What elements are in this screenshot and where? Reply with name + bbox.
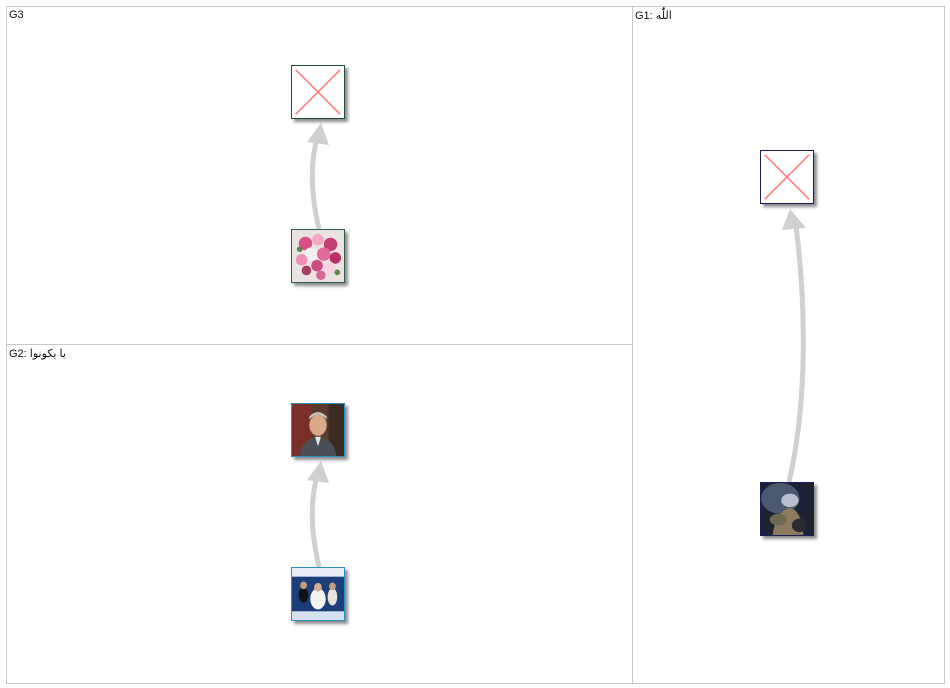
- node-missing-image-g1[interactable]: [760, 150, 814, 204]
- group-panel-g3: G3: [6, 6, 634, 345]
- node-photo-man-g2[interactable]: [291, 403, 345, 457]
- group-label-g1: G1: اللّٰه: [635, 10, 672, 22]
- node-photo-flowers-g3[interactable]: [291, 229, 345, 283]
- group-panel-g1: G1: اللّٰه: [632, 6, 945, 684]
- node-missing-image-g3[interactable]: [291, 65, 345, 119]
- group-label-g3: G3: [9, 9, 24, 21]
- group-panel-g2: G2: يا يكونوا: [6, 344, 634, 684]
- group-label-g2: G2: يا يكونوا: [9, 348, 66, 360]
- node-photo-figure-g1[interactable]: [760, 482, 814, 536]
- broken-image-icon: [295, 69, 341, 115]
- group-poster-image: [292, 568, 344, 620]
- flower-bouquet-image: [292, 230, 344, 282]
- broken-image-icon: [764, 154, 810, 200]
- man-portrait-image: [292, 404, 344, 456]
- dark-figure-image: [761, 483, 813, 535]
- node-photo-group-g2[interactable]: [291, 567, 345, 621]
